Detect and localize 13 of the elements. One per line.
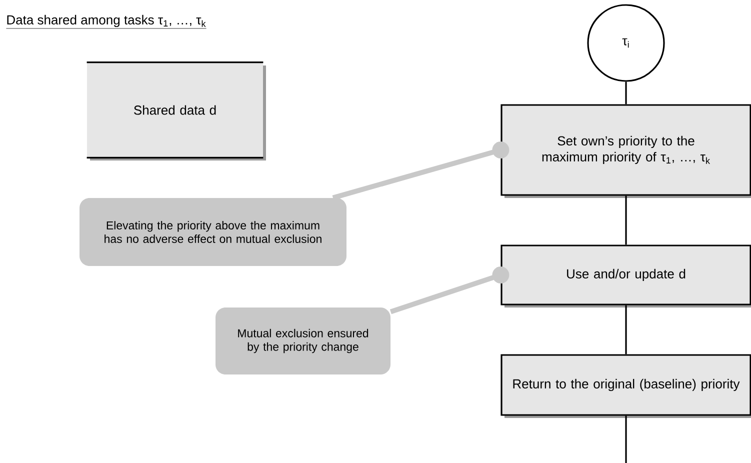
callout-box: Mutual exclusion ensured by the priority change bbox=[216, 308, 390, 374]
connector-line bbox=[625, 416, 627, 463]
data-store-box: Shared data d bbox=[86, 62, 266, 160]
process-box: Use and/or update d bbox=[500, 244, 751, 308]
leader-line bbox=[332, 142, 510, 200]
process-box: Return to the original (baseline) priority bbox=[500, 354, 751, 418]
process-box: Set own’s priority to the maximum priority of τ$_{1}$, …, τ$_{k}$ bbox=[500, 104, 751, 198]
connector-line bbox=[625, 82, 627, 104]
connector-line bbox=[625, 305, 627, 354]
title: Data shared among tasks τ$_{1}$, …, τ$_{k}$ bbox=[6, 14, 206, 29]
leader-line bbox=[390, 266, 510, 314]
connector-line bbox=[625, 196, 627, 245]
callout-box: Elevating the priority above the maximum has no adverse effect on mutual exclusion bbox=[80, 198, 346, 266]
